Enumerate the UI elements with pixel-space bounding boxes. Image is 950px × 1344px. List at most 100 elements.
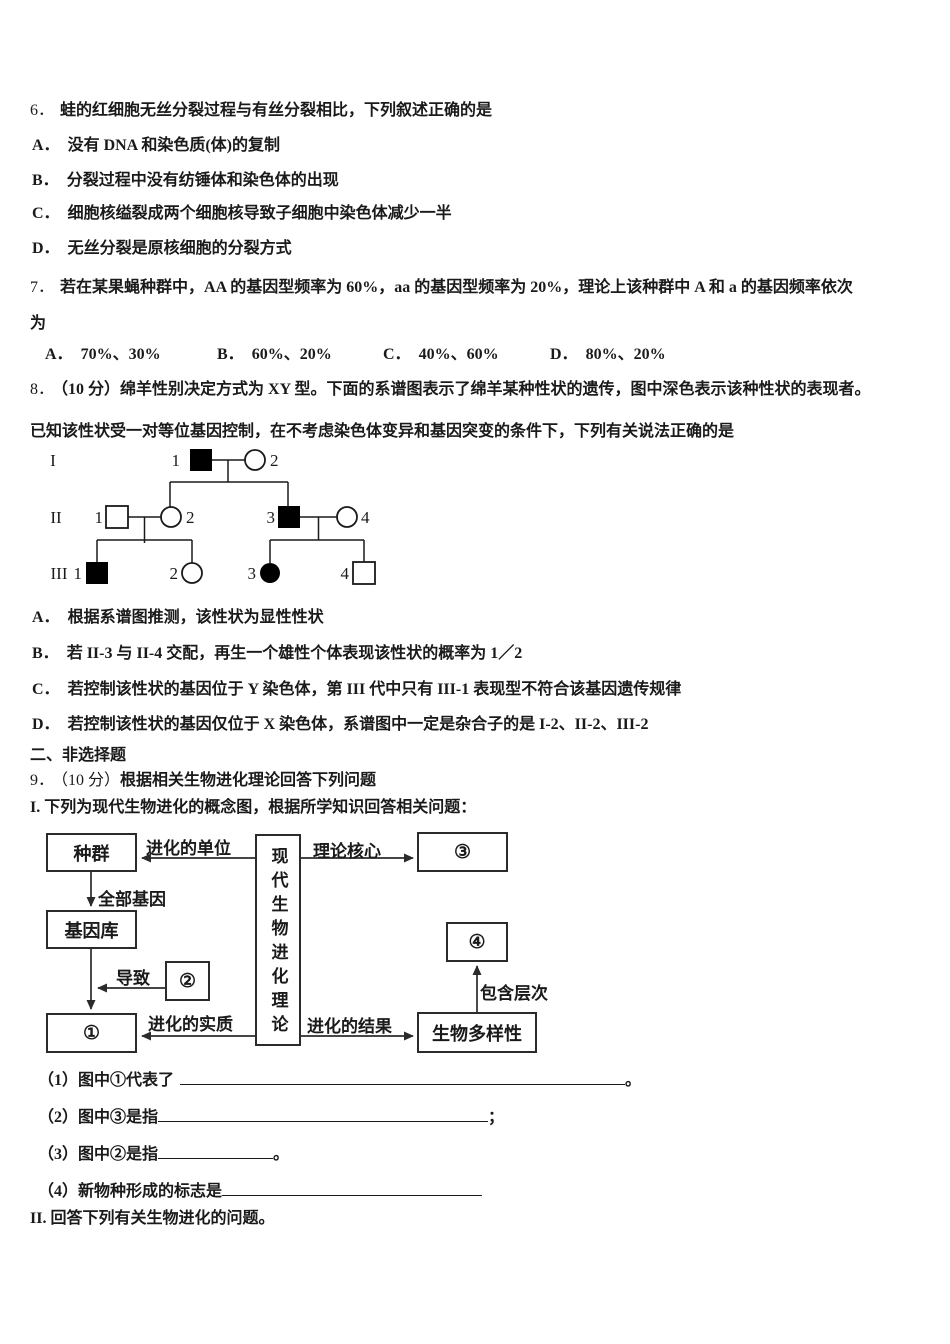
- option-label: A．: [32, 137, 60, 154]
- option-text: 70%、30%: [80, 346, 161, 363]
- option-label: D．: [32, 716, 60, 733]
- question-9-points: （10 分）: [60, 772, 121, 789]
- question-8-option-b: B． 若 II-3 与 II-4 交配，再生一个雄性个体表现该性状的概率为 1／2: [32, 644, 522, 664]
- pedigree-II-3-label: 3: [267, 508, 276, 527]
- question-9-part2-heading: II. 回答下列有关生物进化的问题。: [30, 1210, 275, 1227]
- question-8-stem-cont: 已知该性状受一对等位基因控制，在不考虑染色体变异和基因突变的条件下，下列有关说法…: [30, 423, 735, 440]
- option-label: A．: [32, 609, 60, 626]
- pedigree-I-2-label: 2: [270, 451, 279, 470]
- question-7-text: 若在某果蝇种群中，AA 的基因型频率为 60%，aa 的基因型频率为 20%，理…: [60, 279, 853, 296]
- arrow-label-evolution-essence: 进化的实质: [148, 1015, 233, 1034]
- question-7-option-d: D．80%、20%: [550, 345, 666, 365]
- arrow-label-contains-levels: 包含层次: [480, 984, 548, 1003]
- option-text: 没有 DNA 和染色质(体)的复制: [67, 137, 281, 154]
- pedigree-III-1-label: 1: [74, 564, 83, 583]
- pedigree-I-2-female: [244, 449, 266, 471]
- pedigree-III-3-affected-female: [260, 563, 280, 583]
- option-text: 无丝分裂是原核细胞的分裂方式: [67, 240, 292, 257]
- pedigree-III-2-label: 2: [170, 564, 179, 583]
- question-8-stem: 8． （10 分）绵羊性别决定方式为 XY 型。下面的系谱图表示了绵羊某种性状的遗…: [30, 380, 871, 400]
- question-7-stem: 7． 若在某果蝇种群中，AA 的基因型频率为 60%，aa 的基因型频率为 20%…: [30, 278, 853, 298]
- concept-diagram-arrows: [86, 853, 482, 1041]
- box-blank-2: ②: [165, 961, 210, 1001]
- answer-blank: [158, 1143, 274, 1159]
- answer-blank: [222, 1180, 483, 1196]
- question-8-option-d: D． 若控制该性状的基因仅位于 X 染色体，系谱图中一定是杂合子的是 I-2、II…: [32, 715, 648, 735]
- question-9-number: 9．: [30, 772, 55, 789]
- generation-label-II: II: [50, 508, 62, 527]
- question-7-stem-cont: 为: [30, 315, 47, 332]
- pedigree-I-1-label: 1: [172, 451, 181, 470]
- box-modern-evolution-theory: 现代生物进化理论: [255, 834, 301, 1046]
- question-6-text: 蛙的红细胞无丝分裂过程与有丝分裂相比，下列叙述正确的是: [60, 102, 493, 119]
- pedigree-II-4-female: [336, 506, 358, 528]
- option-text: 若 II-3 与 II-4 交配，再生一个雄性个体表现该性状的概率为 1／2: [66, 645, 523, 662]
- box-biodiversity: 生物多样性: [417, 1012, 537, 1053]
- evolution-concept-diagram: 种群 基因库 ① ② 现代生物进化理论 ③ ④ 生物多样性 进化的单位 理论核心…: [30, 825, 575, 1070]
- question-9-part1-heading: I. 下列为现代生物进化的概念图，根据所学知识回答相关问题：: [30, 799, 477, 816]
- question-8-text: （10 分）绵羊性别决定方式为 XY 型。下面的系谱图表示了绵羊某种性状的遗传，…: [60, 381, 871, 398]
- box-blank-4: ④: [446, 922, 508, 962]
- question-6-option-b: B． 分裂过程中没有纺锤体和染色体的出现: [32, 171, 339, 191]
- question-7-option-b: B． 60%、20%: [217, 345, 332, 365]
- option-label: B．: [32, 172, 59, 189]
- pedigree-lines: [96, 459, 365, 563]
- pedigree-II-4-label: 4: [361, 508, 370, 527]
- pedigree-III-2-female: [181, 562, 203, 584]
- option-text: 若控制该性状的基因仅位于 X 染色体，系谱图中一定是杂合子的是 I-2、II-2…: [67, 716, 649, 733]
- option-text: 60%、20%: [251, 346, 332, 363]
- option-text: 80%、20%: [585, 346, 666, 363]
- question-7-option-a: A． 70%、30%: [45, 345, 161, 365]
- question-8-number: 8．: [30, 381, 55, 398]
- arrow-label-theory-core: 理论核心: [313, 842, 381, 861]
- option-text: 若控制该性状的基因位于 Y 染色体，第 III 代中只有 III-1 表现型不符…: [67, 681, 682, 698]
- option-label: C．: [32, 205, 60, 222]
- option-label: D．: [32, 240, 60, 257]
- question-9-blank-1: （1）图中①代表了。: [38, 1069, 641, 1091]
- question-8-option-a: A． 根据系谱图推测，该性状为显性性状: [32, 608, 324, 628]
- box-population: 种群: [46, 833, 137, 872]
- box-blank-1: ①: [46, 1013, 137, 1053]
- pedigree-III-3-label: 3: [248, 564, 257, 583]
- box-blank-3: ③: [417, 832, 508, 872]
- question-6-option-a: A． 没有 DNA 和染色质(体)的复制: [32, 136, 280, 156]
- option-label: A．: [45, 346, 73, 363]
- question-6-stem: 6． 蛙的红细胞无丝分裂过程与有丝分裂相比，下列叙述正确的是: [30, 101, 492, 121]
- question-9-stem: 9． （10 分）根据相关生物进化理论回答下列问题: [30, 771, 376, 791]
- option-label: C．: [383, 346, 411, 363]
- pedigree-III-1-affected-male: [86, 562, 108, 584]
- arrow-label-evolution-result: 进化的结果: [307, 1017, 392, 1036]
- option-label: B．: [217, 346, 244, 363]
- pedigree-II-2-label: 2: [186, 508, 195, 527]
- box-gene-pool: 基因库: [46, 910, 137, 949]
- generation-label-I: I: [50, 451, 56, 470]
- pedigree-II-1-male: [105, 505, 129, 529]
- pedigree-III-4-male: [352, 561, 376, 585]
- option-text: 根据系谱图推测，该性状为显性性状: [67, 609, 324, 626]
- question-8-option-c: C． 若控制该性状的基因位于 Y 染色体，第 III 代中只有 III-1 表现型…: [32, 680, 681, 700]
- arrow-label-all-genes: 全部基因: [98, 890, 166, 909]
- pedigree-II-1-label: 1: [95, 508, 104, 527]
- option-text: 40%、60%: [418, 346, 499, 363]
- option-label: C．: [32, 681, 60, 698]
- arrow-label-leads-to: 导致: [116, 969, 150, 988]
- pedigree-II-3-affected-male: [278, 506, 300, 528]
- generation-label-III: III: [51, 564, 68, 583]
- pedigree-I-1-affected-male: [190, 449, 212, 471]
- question-9-blank-2: （2）图中③是指；: [38, 1106, 504, 1128]
- question-6-option-d: D． 无丝分裂是原核细胞的分裂方式: [32, 239, 292, 259]
- question-6-number: 6．: [30, 102, 55, 119]
- option-text: 细胞核缢裂成两个细胞核导致子细胞中染色体减少一半: [67, 205, 452, 222]
- arrow-label-evolution-unit: 进化的单位: [146, 839, 231, 858]
- question-6-option-c: C． 细胞核缢裂成两个细胞核导致子细胞中染色体减少一半: [32, 204, 452, 224]
- option-label: B．: [32, 645, 59, 662]
- answer-blank: [180, 1069, 626, 1085]
- pedigree-III-4-label: 4: [341, 564, 350, 583]
- section-2-heading: 二、非选择题: [30, 747, 127, 764]
- question-9-blank-3: （3）图中②是指。: [38, 1143, 289, 1165]
- option-text: 分裂过程中没有纺锤体和染色体的出现: [66, 172, 339, 189]
- question-7-number: 7．: [30, 279, 55, 296]
- question-9-title: 根据相关生物进化理论回答下列问题: [120, 772, 377, 789]
- question-9-blank-4: （4）新物种形成的标志是: [38, 1180, 483, 1202]
